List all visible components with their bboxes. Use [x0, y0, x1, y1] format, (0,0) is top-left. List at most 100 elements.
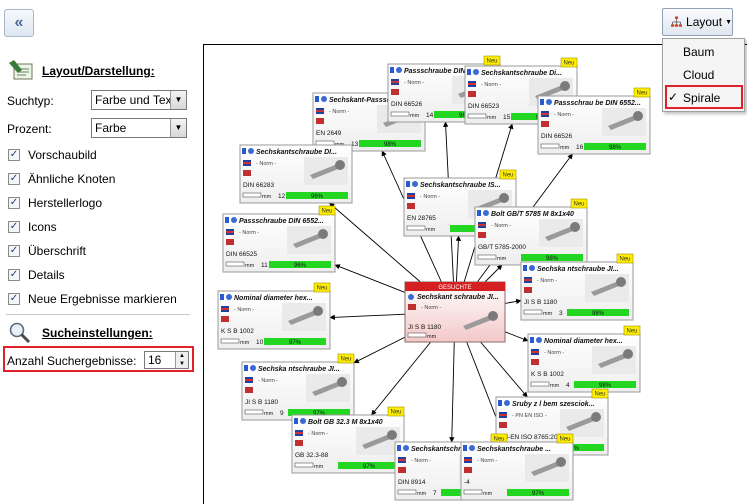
- ruler-icon: [244, 409, 264, 415]
- ruler-icon: [523, 309, 543, 315]
- result-node-card[interactable]: Bolt GB/T 5785 M 8x1x40- Norm -GB/T 5785…: [474, 198, 588, 266]
- checkbox-checked-icon[interactable]: ✓: [8, 269, 20, 281]
- layout-section-title: Layout/Darstellung:: [42, 64, 155, 78]
- layout-button[interactable]: Layout ▼: [662, 8, 733, 36]
- result-node-card[interactable]: Sechska ntschraube JI...- Norm -JI S B 1…: [241, 353, 355, 421]
- info-icon: [473, 69, 479, 75]
- screw-head: [556, 457, 566, 467]
- result-node-card[interactable]: Nominal diameter hex...- Norm -K S B 100…: [527, 325, 641, 393]
- norm-label: - Norm -: [411, 458, 431, 464]
- option-icons[interactable]: ✓Icons: [8, 220, 57, 234]
- result-count-stepper[interactable]: 16 ▲▼: [144, 351, 189, 369]
- checkbox-checked-icon[interactable]: ✓: [8, 245, 20, 257]
- new-badge-label: Neu: [316, 286, 327, 292]
- node-type-icon: [315, 96, 319, 102]
- norm-label: - Norm -: [308, 431, 328, 437]
- similarity-edge: [334, 264, 406, 293]
- option-details[interactable]: ✓Details: [8, 268, 65, 282]
- node-title: Nominal diameter hex...: [544, 338, 623, 345]
- norm-label: - Norm -: [491, 223, 511, 229]
- option-preview-image[interactable]: ✓Vorschaubild: [8, 148, 97, 162]
- result-node-card[interactable]: Passschrau be DIN 6552...- Norm -DIN 665…: [537, 87, 651, 155]
- percent-select[interactable]: Farbe ▼: [91, 118, 187, 138]
- similarity-percent: 97%: [363, 464, 376, 470]
- flag-stripe: [531, 351, 539, 353]
- flag-icon: [408, 304, 416, 310]
- option-heading[interactable]: ✓Überschrift: [8, 244, 87, 258]
- new-badge: [387, 406, 405, 417]
- menu-item-tree[interactable]: Baum: [683, 45, 715, 59]
- checkbox-checked-icon[interactable]: ✓: [8, 221, 20, 233]
- node-title: Sechskantschraube ...: [477, 446, 551, 453]
- separator: [6, 314, 190, 315]
- result-node-card[interactable]: Sechskantschraube DI...- Norm -DIN 66283…: [239, 144, 353, 204]
- percent-label: Prozent:: [7, 122, 52, 136]
- node-spec: DIN 66523: [468, 103, 499, 110]
- info-icon: [412, 181, 418, 187]
- search-type-select[interactable]: Farbe und Text ▼: [91, 90, 187, 110]
- manufacturer-logo-icon: [531, 359, 539, 365]
- searched-banner: [405, 282, 505, 291]
- similarity-edge: [455, 235, 462, 283]
- stepper-arrows-icon[interactable]: ▲▼: [175, 352, 188, 368]
- norm-label: - Norm -: [234, 307, 254, 313]
- option-similar-nodes[interactable]: ✓Ähnliche Knoten: [8, 172, 116, 186]
- node-spec: DIN 66526: [391, 101, 422, 108]
- ruler-icon: [242, 192, 262, 198]
- result-node-card[interactable]: Bolt GB 32.3 M 8x1x40- Norm -GB 32.3-88m…: [291, 406, 405, 474]
- similarity-percent: 96%: [294, 263, 307, 269]
- node-spec: -4: [464, 479, 470, 486]
- manufacturer-logo-icon: [245, 387, 253, 393]
- screw-head: [499, 193, 509, 203]
- node-title: Sruby z l bem szesciok...: [512, 401, 595, 408]
- ruler-icon: [225, 261, 245, 267]
- checkbox-checked-icon[interactable]: ✓: [8, 197, 20, 209]
- flag-stripe: [464, 459, 472, 461]
- result-node-card[interactable]: Sechska ntschraube JI...- Norm -JI S B 1…: [520, 253, 634, 321]
- option-manufacturer-logo[interactable]: ✓Herstellerlogo: [8, 196, 103, 210]
- flag-stripe: [478, 224, 486, 226]
- checkbox-checked-icon[interactable]: ✓: [8, 173, 20, 185]
- new-badge: [591, 388, 609, 399]
- unit-label: mm: [483, 491, 493, 497]
- screw-head: [570, 222, 580, 232]
- screw-head: [313, 306, 323, 316]
- chevron-down-icon: ▼: [725, 18, 732, 26]
- searched-title: Sechskant schraube JI...: [417, 294, 499, 301]
- similarity-bar: [567, 309, 629, 316]
- flag-stripe: [541, 113, 549, 115]
- menu-item-spiral[interactable]: Spirale: [683, 91, 721, 105]
- ruler-icon: [467, 113, 487, 119]
- unit-label: mm: [426, 227, 436, 233]
- similarity-edge: [480, 341, 528, 398]
- node-rank: 14: [426, 112, 434, 119]
- similarity-percent: 98%: [609, 145, 622, 151]
- double-chevron-left-icon: «: [14, 14, 24, 31]
- option-mark-new-results[interactable]: ✓Neue Ergebnisse markieren: [8, 292, 177, 306]
- manufacturer-logo-icon: [243, 170, 251, 176]
- flag-stripe: [407, 195, 415, 197]
- new-badge-label: Neu: [493, 437, 504, 443]
- checkbox-checked-icon[interactable]: ✓: [8, 293, 20, 305]
- result-node-card[interactable]: Passschraube DIN 6552...- Norm -DIN 6652…: [222, 205, 336, 273]
- ruler-icon: [463, 489, 483, 495]
- manufacturer-logo-icon: [226, 239, 234, 245]
- node-spec: K S B 1002: [221, 328, 254, 335]
- menu-item-cloud[interactable]: Cloud: [683, 68, 715, 82]
- new-badge-label: Neu: [390, 410, 401, 416]
- result-node-card[interactable]: Nominal diameter hex...- Norm -K S B 100…: [217, 282, 331, 350]
- node-rank: 11: [261, 262, 268, 269]
- new-badge: [560, 57, 578, 68]
- checkbox-checked-icon[interactable]: ✓: [8, 149, 20, 161]
- similarity-edge: [329, 202, 421, 283]
- ruler-icon: [477, 254, 497, 260]
- similarity-percent: 98%: [599, 383, 612, 389]
- new-badge: [623, 325, 641, 336]
- new-badge-label: Neu: [636, 91, 647, 97]
- collapse-panel-button[interactable]: «: [4, 9, 34, 37]
- new-badge: [313, 282, 331, 293]
- manufacturer-logo-icon: [316, 118, 324, 124]
